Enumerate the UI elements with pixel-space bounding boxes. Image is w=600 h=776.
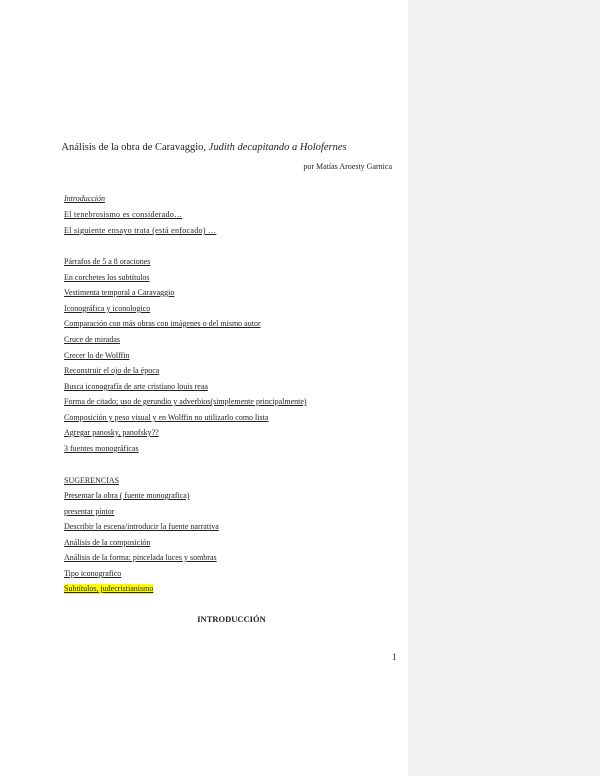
note-line[interactable]: En corchetes los subtítulos [64,273,150,282]
title-prefix: Análisis de la obra de Caravaggio, [61,142,207,153]
essay-line[interactable]: El tenebrosismo es considerado… [64,210,183,219]
highlighted-suggestion[interactable]: Subtítulos, judecristianismo [64,584,154,594]
note-line[interactable]: Composición y peso visual y en Wolffin n… [64,413,269,422]
page-number: 1 [392,652,397,662]
note-line[interactable]: Reconstruir el ojo de la época [64,366,160,375]
intro-link[interactable]: Introducción [64,194,106,203]
note-line[interactable]: Párrafos de 5 a 8 oraciones [64,257,151,266]
suggestion-line[interactable]: Análisis de la forma: pincelada luces y … [64,553,217,562]
note-line[interactable]: Busca iconografía de arte cristiano loui… [64,382,208,391]
note-line[interactable]: 3 fuentes monográficas [64,444,139,453]
note-line[interactable]: Crecer lo de Wolffin [64,351,130,360]
note-line[interactable]: Comparación con más obras con imágenes o… [64,319,261,328]
suggestion-line[interactable]: Análisis de la composición [64,538,151,547]
note-line[interactable]: Iconográfica y iconologico [64,304,151,313]
note-line[interactable]: Forma de citado; uso de gerundio y adver… [64,397,307,406]
suggestion-line[interactable]: Presentar la obra ( fuente monografica) [64,491,190,500]
suggestion-line[interactable]: Tipo iconografico [64,569,122,578]
suggestion-line[interactable]: presentar pintor [64,507,115,516]
note-line[interactable]: Agregar panosky, panofsky?? [64,428,159,437]
note-line[interactable]: Cruce de miradas [64,335,120,344]
author-line: por Matías Aroesty Garnica [303,162,392,171]
document-title: Análisis de la obra de Caravaggio, Judit… [0,142,408,153]
comment-pane [408,0,600,776]
essay-line[interactable]: El siguiente ensayo trata (está enfocado… [64,226,217,235]
suggestion-line[interactable]: Describir la escena/introducir la fuente… [64,522,219,531]
title-artwork: Judith decapitando a Holofernes [208,142,347,153]
section-heading: INTRODUCCIÓN [197,614,266,624]
note-line[interactable]: Vestimenta temporal a Caravaggio [64,288,175,297]
suggestions-heading[interactable]: SUGERENCIAS [64,476,120,485]
